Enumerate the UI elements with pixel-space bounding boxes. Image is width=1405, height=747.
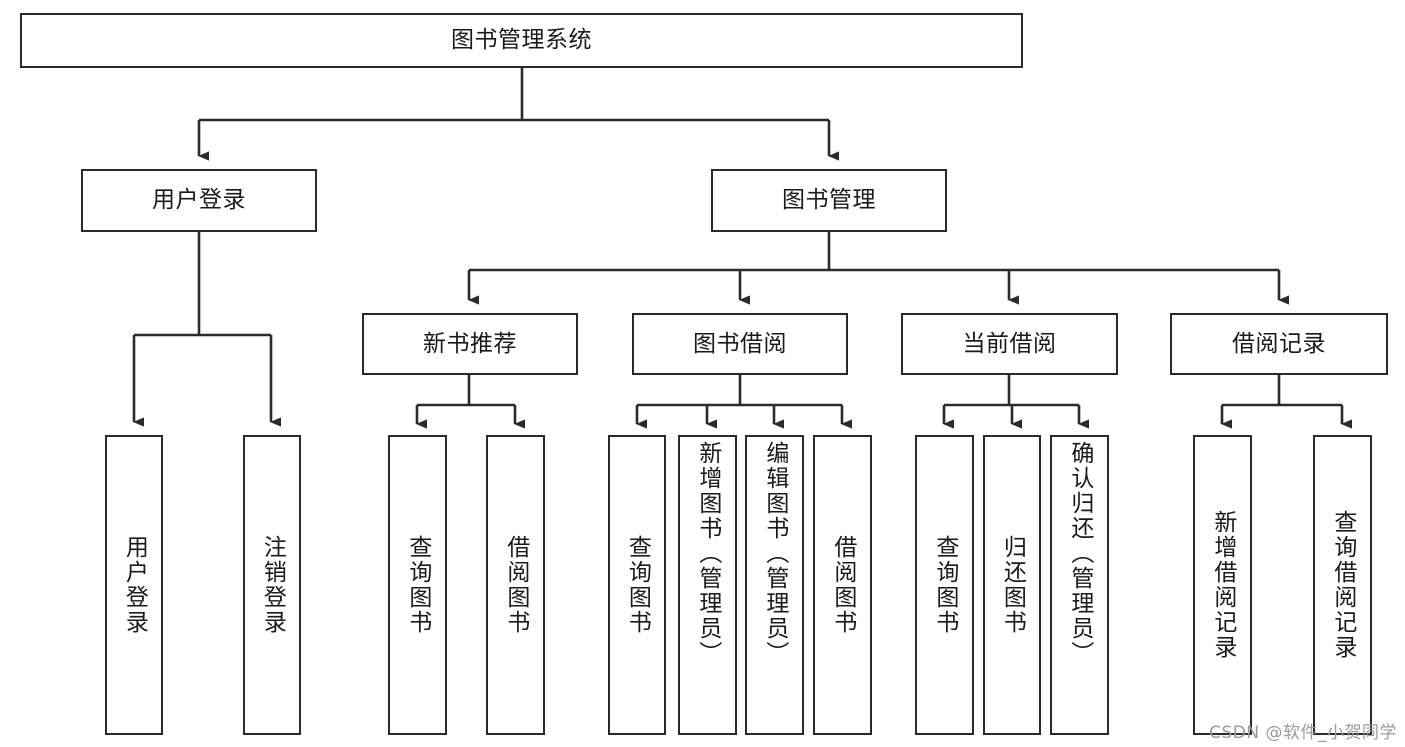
node-leaf-query-book-1[interactable]: 查询图书: [388, 435, 447, 735]
node-book-borrow[interactable]: 图书借阅: [632, 313, 848, 375]
node-leaf-borrow-book-1-label: 借阅图书: [502, 535, 529, 635]
node-user-login-label: 用户登录: [152, 187, 246, 214]
node-leaf-confirm-return[interactable]: 确认归还（管理员）: [1050, 435, 1109, 735]
node-leaf-user-login[interactable]: 用户登录: [105, 435, 163, 735]
node-leaf-confirm-return-label: 确认归还（管理员）: [1066, 441, 1093, 666]
node-leaf-user-login-label: 用户登录: [121, 535, 148, 635]
node-leaf-user-logout[interactable]: 注销登录: [243, 435, 301, 735]
node-leaf-add-record[interactable]: 新增借阅记录: [1193, 435, 1252, 735]
node-borrow-record[interactable]: 借阅记录: [1170, 313, 1388, 375]
node-leaf-return-book[interactable]: 归还图书: [983, 435, 1041, 735]
node-leaf-query-book-3[interactable]: 查询图书: [915, 435, 974, 735]
node-leaf-query-book-2-label: 查询图书: [624, 535, 651, 635]
node-root-label: 图书管理系统: [451, 27, 592, 54]
node-leaf-add-book-label: 新增图书（管理员）: [694, 441, 721, 666]
node-leaf-query-book-1-label: 查询图书: [404, 535, 431, 635]
node-leaf-user-logout-label: 注销登录: [259, 535, 286, 635]
node-leaf-add-record-label: 新增借阅记录: [1209, 510, 1236, 660]
node-leaf-query-book-2[interactable]: 查询图书: [608, 435, 666, 735]
node-leaf-borrow-book-2[interactable]: 借阅图书: [813, 435, 872, 735]
node-book-borrow-label: 图书借阅: [693, 330, 787, 357]
node-new-book-rec[interactable]: 新书推荐: [362, 313, 578, 375]
node-borrow-record-label: 借阅记录: [1232, 330, 1326, 357]
node-current-borrow[interactable]: 当前借阅: [901, 313, 1118, 375]
node-leaf-borrow-book-2-label: 借阅图书: [829, 535, 856, 635]
node-user-login[interactable]: 用户登录: [81, 169, 317, 232]
node-book-manage-label: 图书管理: [782, 187, 876, 214]
node-leaf-query-record[interactable]: 查询借阅记录: [1313, 435, 1372, 735]
node-root[interactable]: 图书管理系统: [20, 13, 1023, 68]
node-book-manage[interactable]: 图书管理: [711, 169, 947, 232]
watermark-text: CSDN @软件_小贺同学: [1209, 723, 1397, 743]
node-leaf-query-book-3-label: 查询图书: [931, 535, 958, 635]
node-new-book-rec-label: 新书推荐: [423, 330, 517, 357]
node-leaf-add-book[interactable]: 新增图书（管理员）: [678, 435, 737, 735]
node-current-borrow-label: 当前借阅: [962, 330, 1057, 357]
node-leaf-query-record-label: 查询借阅记录: [1329, 510, 1356, 660]
node-leaf-edit-book[interactable]: 编辑图书（管理员）: [745, 435, 804, 735]
node-leaf-borrow-book-1[interactable]: 借阅图书: [486, 435, 545, 735]
node-leaf-edit-book-label: 编辑图书（管理员）: [761, 441, 788, 666]
node-leaf-return-book-label: 归还图书: [999, 535, 1026, 635]
